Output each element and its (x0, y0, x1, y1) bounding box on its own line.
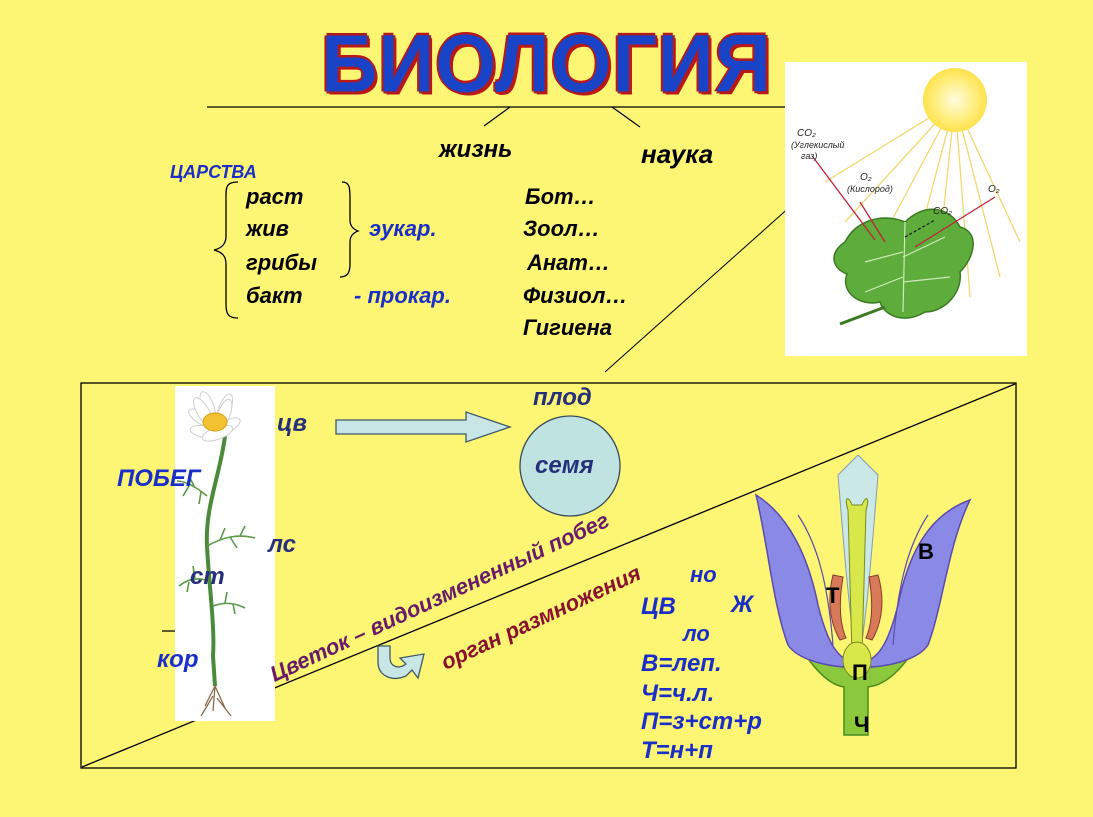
seed-label: семя (535, 452, 594, 479)
stamen-right-icon (865, 574, 883, 641)
co2-in-arrow (904, 219, 936, 238)
science-physiology: Физиол… (523, 283, 628, 308)
kingdom-animals: жив (246, 216, 289, 241)
science-anatomy: Анат… (527, 250, 610, 275)
kingdoms-vertical-label: ЦАРСТВА (170, 162, 257, 182)
o2-arrow (859, 201, 886, 243)
part-label-v: В (918, 539, 934, 564)
curved-arrow-icon (377, 645, 425, 680)
o2-out-label: O₂ (988, 184, 1000, 195)
arrow-right-icon (335, 411, 513, 443)
page-title: БИОЛОГИЯ (321, 16, 772, 110)
stem-abbr: ст (190, 563, 225, 590)
formula-top: но (690, 562, 717, 587)
kingdom-fungi: грибы (246, 250, 318, 275)
branch-life-line (483, 106, 511, 127)
ovary-icon (842, 641, 872, 679)
daisy-flower-icon (188, 391, 241, 442)
leaf-petiole (839, 305, 886, 326)
petals-icon (754, 493, 972, 669)
o2-label: O₂ (860, 172, 872, 183)
formula-right: Ж (731, 591, 754, 618)
bellflower-image (754, 455, 972, 736)
formula-line-3: П=з+ст+р (641, 708, 762, 735)
roots-icon (200, 685, 232, 717)
formula-left: ЦВ (641, 593, 676, 620)
prokaryotes-label: - прокар. (354, 283, 451, 308)
shoot-vertical-label: ПОБЕГ (117, 465, 201, 492)
o2-note: (Кислород) (847, 184, 893, 194)
branch-science: наука (641, 139, 714, 169)
co2-note-1: (Углекислый (791, 140, 844, 150)
lower-box (80, 382, 1017, 769)
branch-science-line (611, 106, 641, 128)
eukaryotes-brace (339, 181, 360, 278)
leaf-connector-line (604, 204, 793, 373)
root-abbr: кор (157, 646, 199, 673)
kingdoms-brace (213, 181, 239, 319)
leaf-abbr: лс (268, 531, 296, 558)
pistil-icon (845, 498, 869, 656)
part-label-p: П (852, 660, 868, 685)
science-zoology: Зоол… (523, 216, 600, 241)
formula-line-2: Ч=ч.л. (641, 680, 715, 707)
formula-bottom: ло (683, 621, 710, 646)
kingdom-bacteria: бакт (246, 283, 303, 308)
co2-note-2: газ) (801, 151, 817, 161)
co2-arrow (812, 156, 876, 241)
part-label-ch: Ч (854, 712, 870, 737)
co2-label: CO₂ (797, 128, 816, 139)
stamen-left-icon (829, 574, 847, 641)
stem-icon (204, 435, 227, 687)
o2-out-arrow (914, 196, 996, 248)
photosynthesis-image: CO₂ (Углекислый газ) O₂ (Кислород) O₂ CO… (785, 62, 1027, 356)
formula-line-4: Т=н+п (641, 737, 713, 764)
part-label-t: Т (826, 583, 840, 608)
formula-line-1: В=леп. (641, 650, 722, 677)
chamomile-plant-image (175, 386, 275, 721)
science-hygiene: Гигиена (523, 315, 613, 340)
leaves-icon (176, 475, 256, 615)
branch-life: жизнь (439, 136, 513, 163)
science-botany: Бот… (525, 184, 596, 209)
eukaryotes-label: эукар. (369, 216, 437, 241)
flower-abbr: цв (277, 410, 307, 437)
sun-icon (923, 68, 987, 132)
kingdom-plants: раст (246, 184, 304, 209)
seed-circle (519, 415, 621, 517)
fruit-label: плод (533, 384, 592, 411)
co2-in-label: CO₂ (933, 206, 952, 217)
